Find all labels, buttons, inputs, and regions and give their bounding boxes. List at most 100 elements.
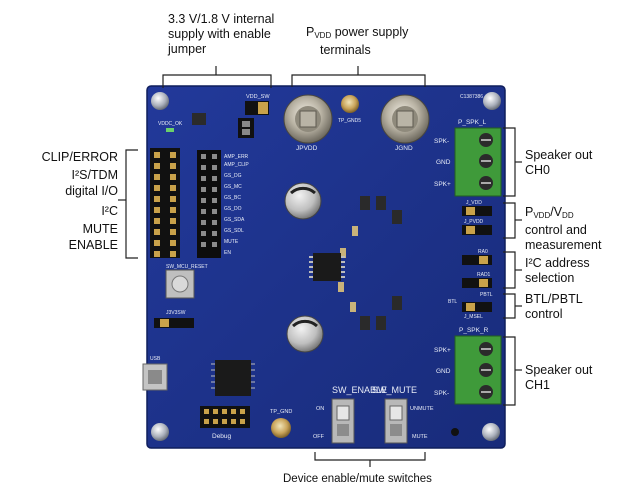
pin-label-0: AMP_ERR (224, 154, 249, 160)
mute-silk: MUTE (412, 434, 428, 440)
pvdd-vdd-line-3: measurement (525, 238, 602, 252)
regulator-chip (192, 113, 206, 125)
jpvdd-binding-post (283, 94, 333, 144)
j-pvdd-silk: J_PVDD (464, 219, 484, 225)
j-vdd-silk: J_VDD (466, 200, 482, 206)
j3v3sw-silk: J3V3SW (166, 310, 186, 316)
electrolytic-cap-bottom (286, 315, 324, 353)
left-pin-header (150, 148, 180, 258)
gnd-l: GND (436, 159, 451, 166)
pin-label-2: GS_DG (224, 173, 242, 179)
p-spk-l-silk: P_SPK_L (458, 119, 487, 126)
pin-label-9: EN (224, 250, 231, 256)
pin-label-3: GS_MC (224, 184, 242, 190)
msel-silk: J_MSEL (464, 314, 483, 320)
unmute-silk: UNMUTE (410, 406, 434, 412)
sw-enable-switch (331, 398, 355, 444)
i2c-address-line-2: selection (525, 271, 575, 285)
gnd-r: GND (436, 368, 451, 375)
pin-label-1: AMP_CLIP (224, 162, 249, 168)
supply-line-3: jumper (168, 42, 207, 56)
tp-small (451, 428, 459, 436)
speaker-ch1-line-1: Speaker out (525, 363, 593, 377)
jpvdd-silk: JPVDD (296, 145, 318, 152)
corner-screws (151, 92, 501, 441)
jgnd-silk: JGND (395, 145, 413, 152)
vdd-sw-silk: VDD_SW (246, 94, 270, 100)
pin-label-5: GS_DO (224, 206, 242, 212)
pin-label-6: GS_SDA (224, 217, 245, 223)
right-jumpers (462, 206, 492, 312)
sw-mute-label: SW_MUTE (372, 385, 417, 395)
mcu-reset-button (165, 269, 195, 299)
usb-connector (142, 363, 168, 391)
mute-label: MUTE (82, 222, 118, 236)
sw-enable-label: SW_ENABLE (332, 385, 388, 395)
pvdd-line-2: terminals (320, 43, 371, 57)
i2c-address-callout: I²C address selection (525, 256, 590, 286)
btl-line-2: control (525, 307, 563, 321)
inner-pin-header (197, 150, 221, 258)
tp-gnd-post (271, 418, 291, 438)
sw-mcu-reset-silk: SW_MCU_RESET (166, 264, 208, 270)
rad1-silk: RAD1 (477, 272, 491, 278)
jgnd-binding-post (380, 94, 430, 144)
on-silk: ON (316, 406, 324, 412)
i2s-tdm-label: I²S/TDM (71, 168, 118, 182)
spk-minus-l: SPK- (434, 138, 449, 145)
callout-lines (118, 66, 522, 467)
speaker-ch0-line-1: Speaker out (525, 148, 593, 162)
clip-error-label: CLIP/ERROR (41, 150, 118, 164)
pvdd-vdd-line-1: PVDD/VDD (525, 205, 574, 220)
tp-gnd5-silk: TP_GND5 (338, 118, 361, 124)
pvdd-callout: PVDD power supply terminals (306, 25, 408, 58)
i2c-address-line-1: I²C address (525, 256, 590, 270)
sw-mute-switch (384, 398, 408, 444)
supply-line-2: supply with enable (168, 27, 271, 41)
switches-callout: Device enable/mute switches (283, 473, 432, 485)
pin-label-8: MUTE (224, 239, 239, 245)
spk-plus-r: SPK+ (434, 347, 451, 354)
passive-components (338, 196, 402, 330)
debug-silk: Debug (212, 433, 232, 440)
vdd-sw-jumper (238, 101, 269, 138)
digital-io-label: digital I/O (65, 184, 118, 198)
supply-line-1: 3.3 V/1.8 V internal (168, 12, 275, 26)
i2c-label: I²C (101, 204, 118, 218)
j3v3sw-jumper (154, 318, 194, 328)
mcu-chip (211, 360, 255, 396)
btl-line-1: BTL/PBTL (525, 292, 583, 306)
electrolytic-cap-top (284, 182, 322, 220)
ra0-silk: RA0 (478, 249, 488, 255)
pin-label-4: GS_BC (224, 195, 241, 201)
speaker-terminal-ch0 (454, 127, 502, 197)
speaker-ch1-callout: Speaker out CH1 (525, 363, 592, 393)
btl-silk: BTL (448, 299, 457, 305)
supply-callout: 3.3 V/1.8 V internal supply with enable … (168, 12, 274, 57)
left-callout: CLIP/ERROR I²S/TDM digital I/O I²C MUTE … (10, 150, 118, 254)
pvdd-vdd-line-2: control and (525, 223, 587, 237)
p-spk-r-silk: P_SPK_R (459, 327, 489, 334)
spk-minus-r: SPK- (434, 390, 449, 397)
tp-gnd5-post (341, 95, 359, 113)
serial-silk: C1387386 (460, 94, 483, 100)
amplifier-ic (309, 253, 345, 281)
pin-labels: AMP_ERR AMP_CLIP GS_DG GS_MC GS_BC GS_DO… (224, 154, 249, 256)
vddc-ok-led (166, 128, 174, 132)
speaker-ch0-line-2: CH0 (525, 163, 551, 177)
speaker-ch1-line-2: CH1 (525, 378, 551, 392)
speaker-ch0-callout: Speaker out CH0 (525, 148, 592, 178)
pin-label-7: GS_SDL (224, 228, 244, 234)
usb-silk: USB (150, 356, 161, 362)
pvdd-vdd-callout: PVDD/VDD control and measurement (525, 205, 601, 253)
tp-gnd-silk: TP_GND (270, 409, 292, 415)
pbtl-silk: PBTL (480, 292, 493, 298)
spk-plus-l: SPK+ (434, 181, 451, 188)
speaker-terminal-ch1 (454, 335, 502, 405)
vddc-ok-silk: VDDC_OK (158, 121, 183, 127)
debug-header (200, 406, 250, 428)
pvdd-line-1: PVDD power supply (306, 25, 409, 40)
off-silk: OFF (313, 434, 325, 440)
btl-callout: BTL/PBTL control (525, 292, 583, 322)
